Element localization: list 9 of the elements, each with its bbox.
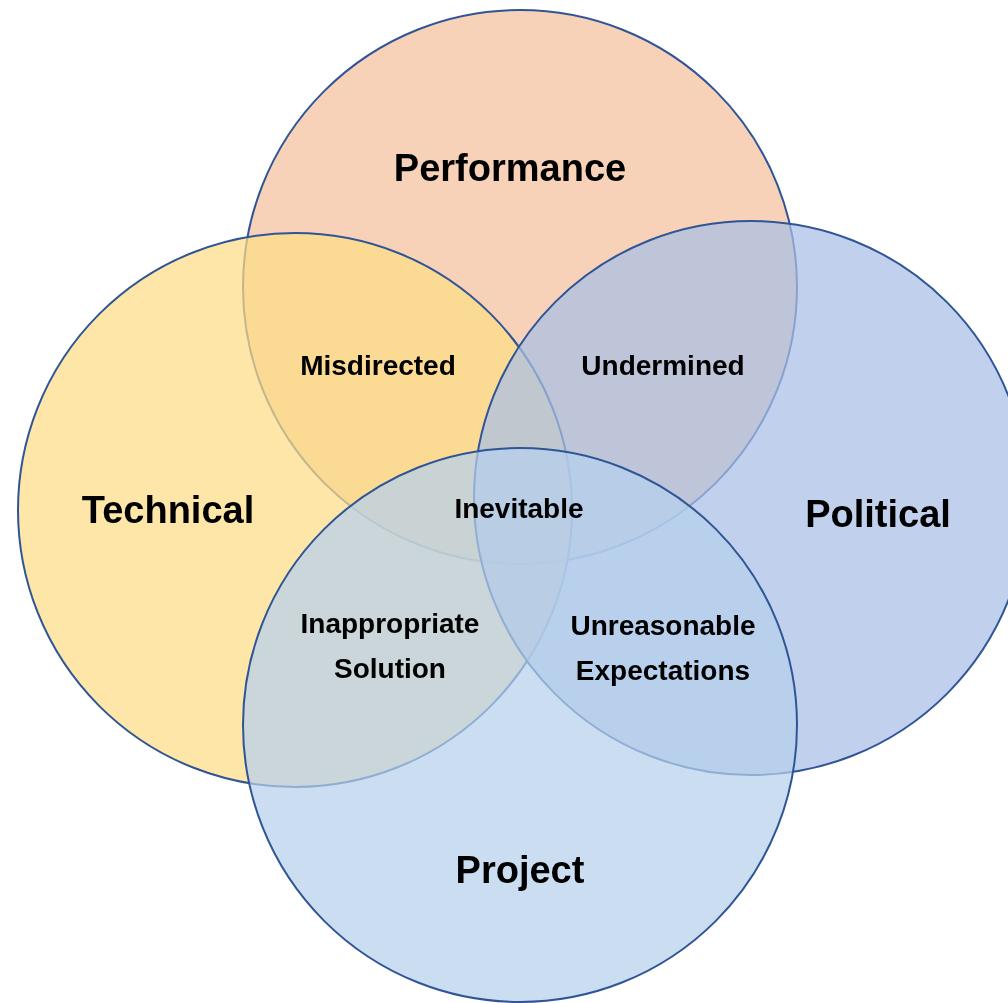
circle-title: Political <box>805 492 951 536</box>
overlap-label: Misdirected <box>299 348 457 383</box>
circle-title: Performance <box>393 146 627 190</box>
overlap-label: Unreasonable Expectations <box>569 609 757 688</box>
overlap-label: Inevitable <box>453 491 585 526</box>
circle-title: Technical <box>81 488 255 532</box>
overlap-label: Undermined <box>580 348 746 383</box>
circle-title: Project <box>455 848 585 892</box>
overlap-label: Inappropriate Solution <box>299 607 481 686</box>
